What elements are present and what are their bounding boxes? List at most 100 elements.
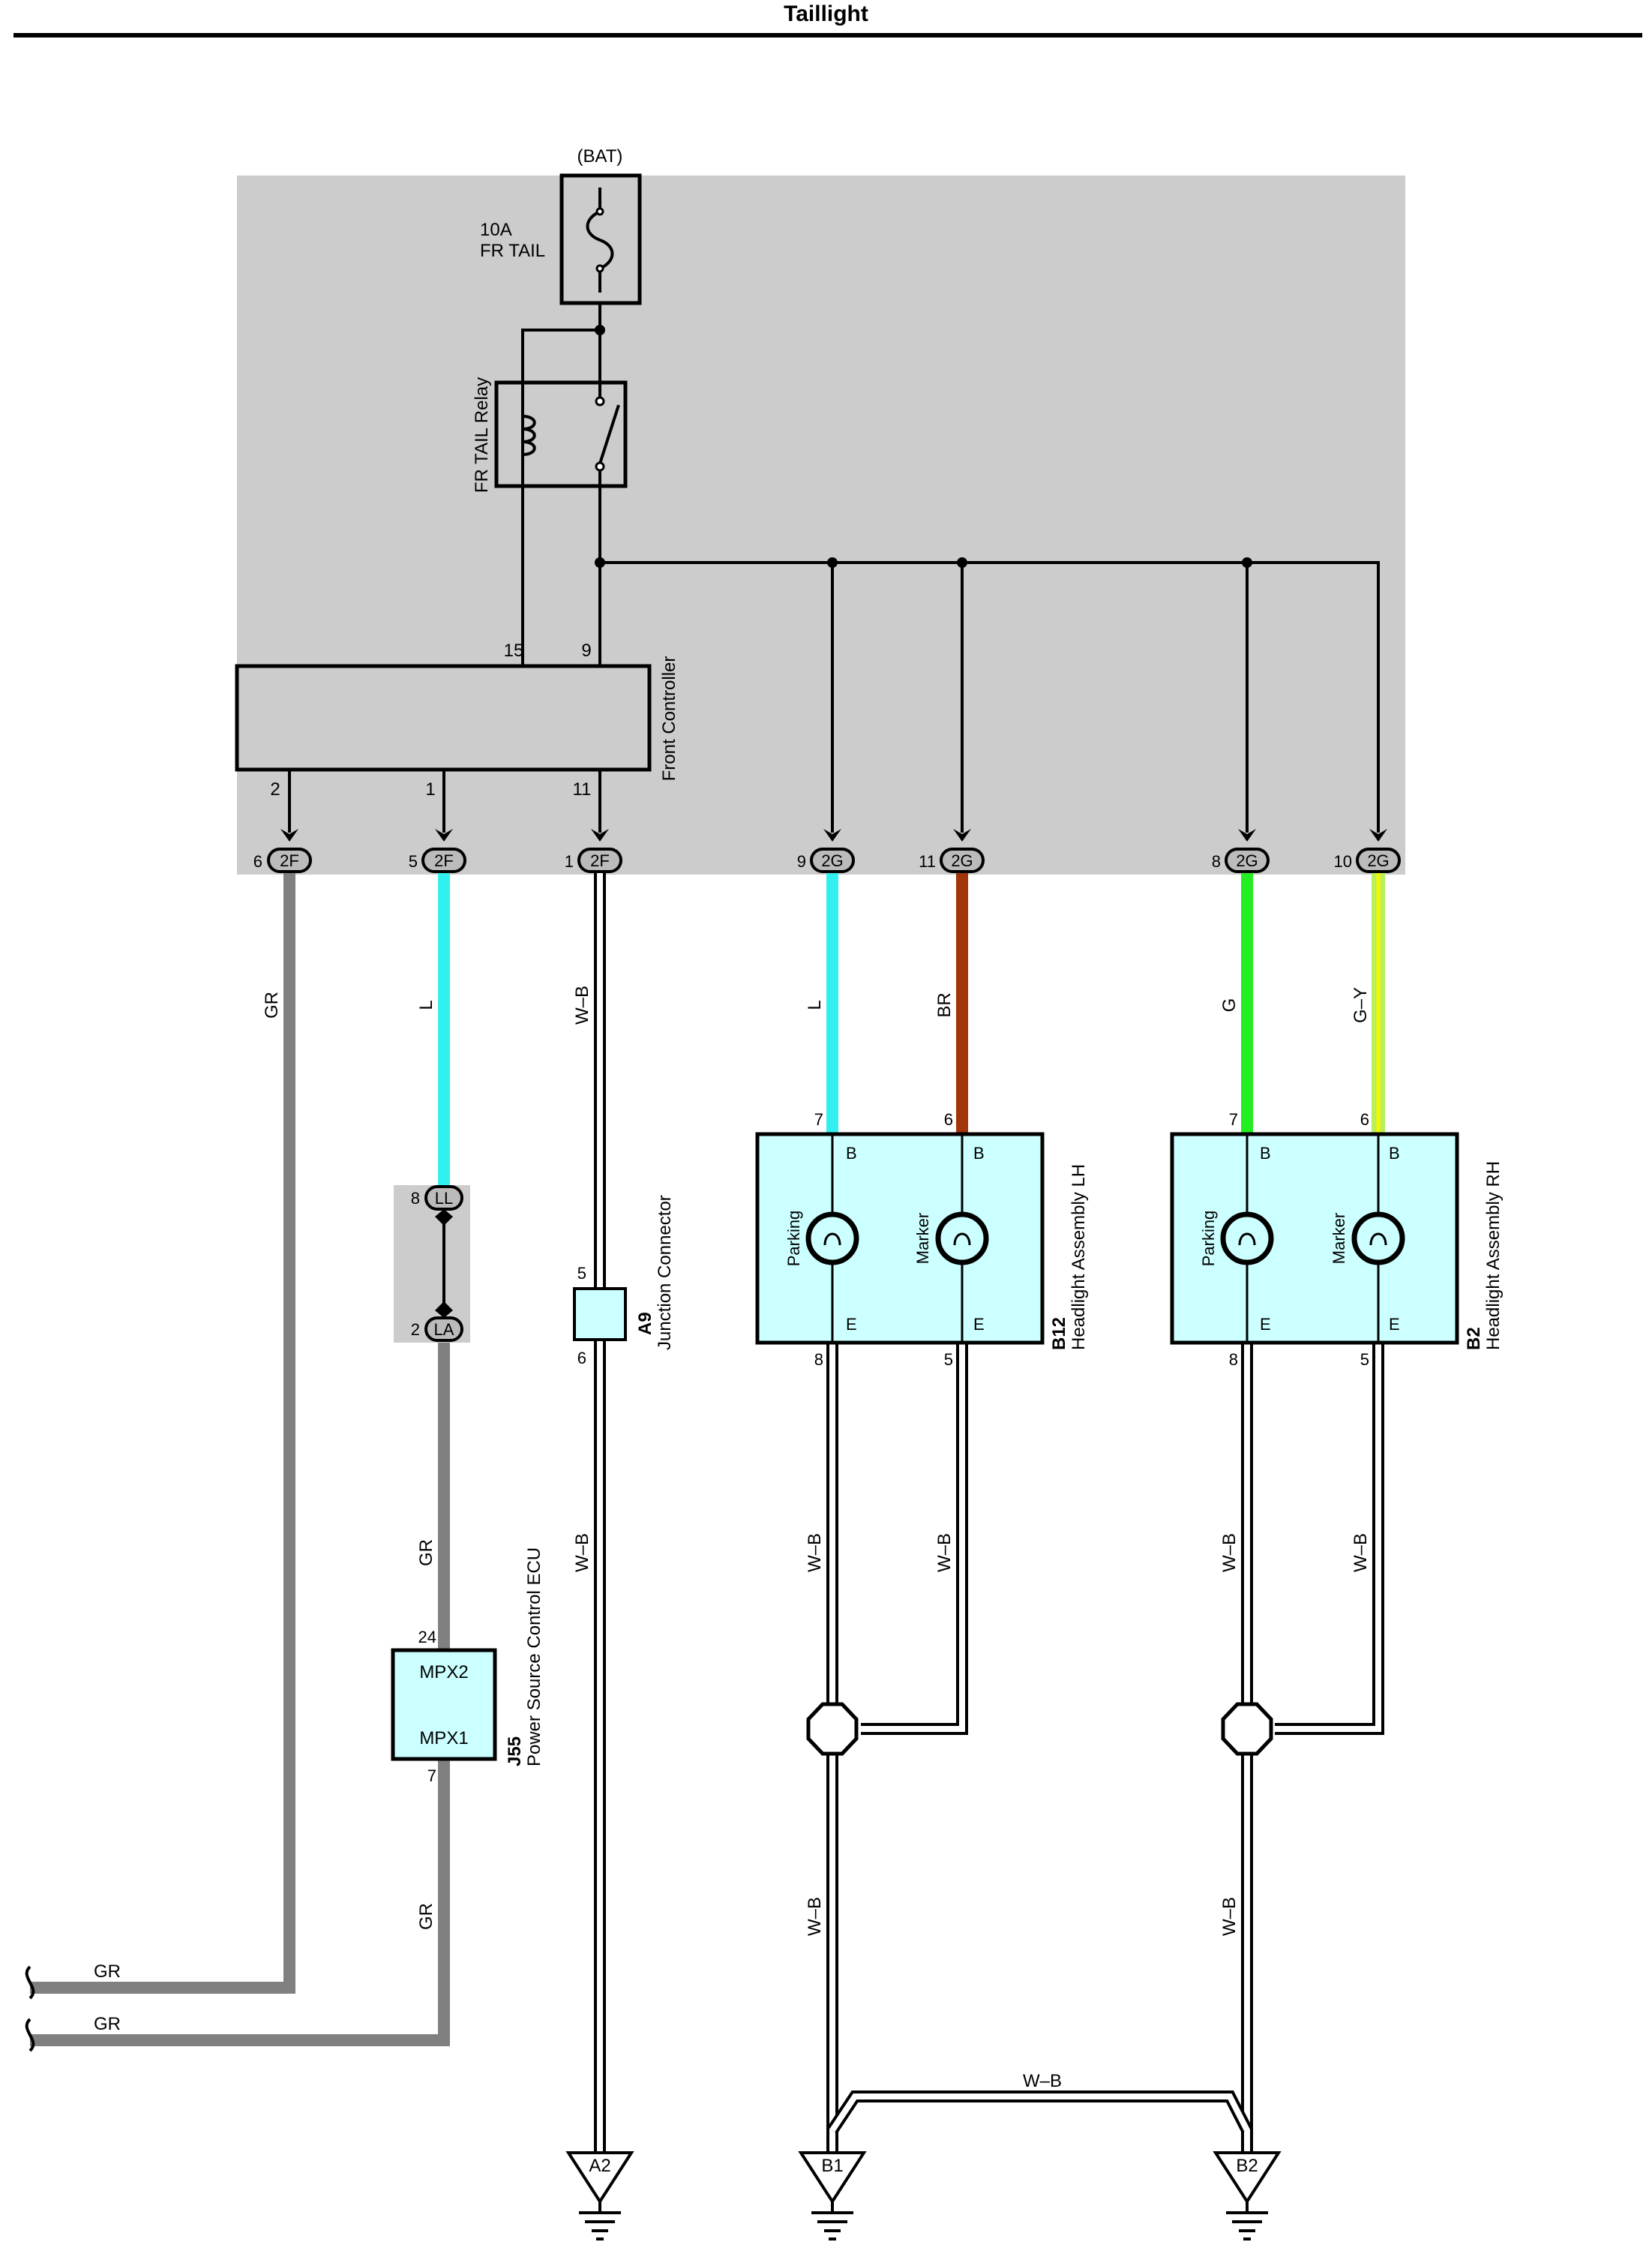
headlight-lh: B B E E Parking Marker 7 6 8 5 B12 Headl…: [755, 1110, 1089, 1369]
battery-label: (BAT): [577, 146, 623, 167]
connector-2g-10: [1356, 848, 1401, 873]
svg-text:2F: 2F: [434, 851, 454, 870]
connector-2f-1: [577, 848, 622, 873]
ground-b1: [798, 2151, 867, 2240]
svg-text:8: 8: [814, 1350, 823, 1369]
ecu-id: J55: [505, 1736, 525, 1766]
diagram-title: Taillight: [784, 2, 868, 26]
relay-coil-icon: [521, 405, 536, 465]
svg-text:2G: 2G: [821, 851, 843, 870]
svg-text:G: G: [1219, 998, 1240, 1013]
svg-text:W–B: W–B: [1023, 2071, 1062, 2091]
connector-2g-9: [810, 848, 855, 873]
svg-text:B: B: [846, 1144, 857, 1163]
svg-text:E: E: [1260, 1315, 1271, 1334]
relay-box: [494, 380, 628, 488]
splice-rh: [1221, 1702, 1273, 1756]
relay-switch-icon: [598, 404, 620, 464]
controller-pin-15: 15: [504, 641, 524, 661]
parking-bulb-icon: [1220, 1211, 1274, 1265]
svg-text:Parking: Parking: [1199, 1211, 1218, 1267]
svg-text:LL: LL: [435, 1189, 453, 1208]
svg-text:L: L: [805, 1000, 825, 1010]
marker-bulb-icon: [935, 1211, 989, 1265]
svg-text:2F: 2F: [590, 851, 610, 870]
svg-text:5: 5: [944, 1350, 953, 1369]
ground-b2: [1213, 2151, 1282, 2240]
svg-text:E: E: [1389, 1315, 1400, 1334]
pin-label: 2: [411, 1320, 420, 1339]
svg-text:2G: 2G: [1367, 851, 1389, 870]
svg-text:BR: BR: [934, 992, 955, 1017]
fuse-rating: 10A: [480, 220, 512, 240]
svg-text:7: 7: [427, 1766, 436, 1785]
svg-text:7: 7: [814, 1110, 823, 1129]
svg-text:2F: 2F: [280, 851, 299, 870]
controller-pin-11: 11: [573, 779, 592, 800]
connector-2g-11: [940, 848, 985, 873]
wire-wb-bridge: [827, 2090, 1253, 2134]
svg-text:G–Y: G–Y: [1351, 987, 1371, 1023]
pin-label: 11: [919, 852, 936, 871]
junction-name: Junction Connector: [655, 1195, 675, 1350]
svg-text:7: 7: [1229, 1110, 1238, 1129]
headlight-lh-id: B12: [1049, 1317, 1069, 1350]
svg-text:W–B: W–B: [572, 986, 592, 1025]
front-controller-box: [235, 664, 652, 772]
svg-text:2G: 2G: [951, 851, 973, 870]
svg-text:GR: GR: [94, 1961, 121, 1982]
headlight-rh-id: B2: [1464, 1327, 1484, 1350]
svg-text:6: 6: [577, 1349, 586, 1367]
svg-text:MPX2: MPX2: [419, 1662, 468, 1682]
headlight-rh-name: Headlight Assembly RH: [1483, 1161, 1504, 1350]
pin-label: 5: [409, 852, 418, 871]
splice-lh: [806, 1702, 859, 1756]
parking-bulb-icon: [805, 1211, 859, 1265]
svg-text:GR: GR: [416, 1903, 436, 1930]
svg-text:MPX1: MPX1: [419, 1728, 468, 1748]
headlight-lh-name: Headlight Assembly LH: [1069, 1164, 1089, 1350]
svg-text:5: 5: [1360, 1350, 1369, 1369]
fuse-icon: [586, 188, 614, 293]
ground-a2: [565, 2151, 634, 2240]
svg-text:W–B: W–B: [805, 1533, 825, 1572]
svg-text:W–B: W–B: [1351, 1533, 1371, 1572]
svg-text:W–B: W–B: [1219, 1533, 1240, 1572]
marker-bulb-icon: [1351, 1211, 1405, 1265]
fuse-name: FR TAIL: [480, 241, 545, 261]
controller-pin-2: 2: [270, 779, 280, 800]
wire-gr-3: [30, 1759, 450, 2046]
svg-text:6: 6: [1360, 1110, 1369, 1129]
controller-pin-1: 1: [425, 779, 435, 800]
svg-text:W–B: W–B: [934, 1533, 955, 1572]
svg-text:B: B: [1389, 1144, 1400, 1163]
ecu-name: Power Source Control ECU: [524, 1547, 544, 1766]
junction-id: A9: [635, 1312, 655, 1335]
svg-text:LA: LA: [434, 1320, 454, 1339]
pin-label: 6: [253, 852, 262, 871]
ground-label: B1: [821, 2156, 843, 2176]
svg-text:W–B: W–B: [1219, 1897, 1240, 1936]
svg-text:Marker: Marker: [913, 1213, 932, 1264]
ecu-box: [391, 1648, 497, 1761]
relay-label: FR TAIL Relay: [472, 377, 492, 493]
pin-label: 1: [565, 852, 574, 871]
svg-text:6: 6: [944, 1110, 953, 1129]
svg-text:5: 5: [577, 1264, 586, 1283]
ground-label: B2: [1236, 2156, 1258, 2176]
ground-label: A2: [589, 2156, 610, 2176]
pin-label: 8: [1212, 852, 1221, 871]
wire-wb-lh: [826, 1343, 968, 2153]
svg-text:B: B: [1260, 1144, 1271, 1163]
svg-text:2G: 2G: [1236, 851, 1258, 870]
connector-2f-6: [267, 848, 312, 873]
svg-text:W–B: W–B: [805, 1897, 825, 1936]
wire-break-icon: [25, 1965, 35, 2052]
svg-text:8: 8: [1229, 1350, 1238, 1369]
svg-text:B: B: [973, 1144, 985, 1163]
connector-arrows: [280, 829, 1387, 842]
svg-text:Marker: Marker: [1330, 1213, 1348, 1264]
connector-2g-8: [1225, 848, 1270, 873]
svg-text:Parking: Parking: [784, 1211, 803, 1267]
